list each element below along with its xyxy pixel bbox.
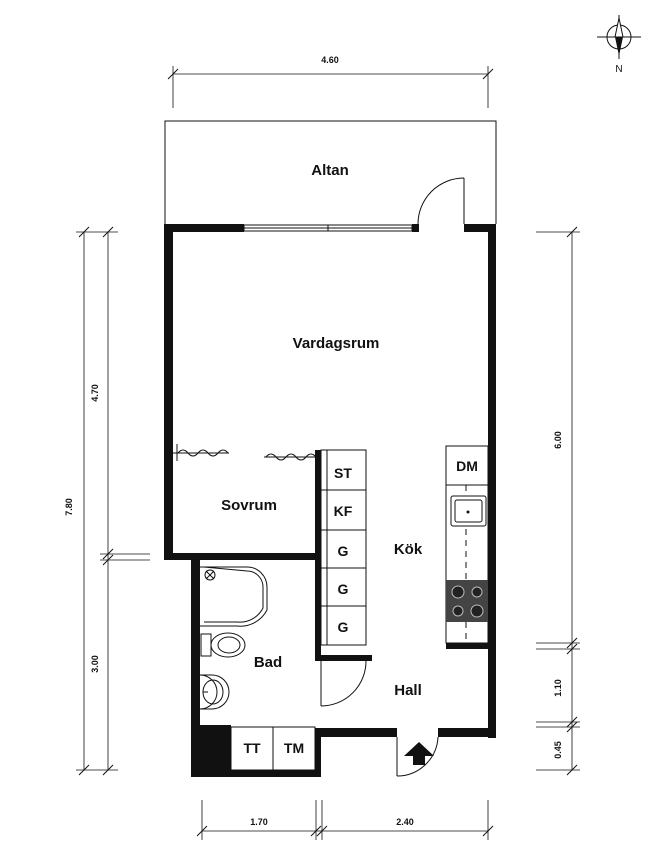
- dimension-left-lower-label: 3.00: [90, 655, 100, 673]
- stove-icon: [446, 580, 488, 622]
- compass-label: N: [615, 64, 622, 75]
- room-label-altan: Altan: [311, 162, 349, 179]
- dimension-right-lower-label: 0.45: [553, 741, 563, 759]
- bathroom-fixtures: TT TM: [199, 566, 367, 771]
- shower-icon: [200, 566, 268, 627]
- dimension-right-upper-label: 6.00: [553, 431, 563, 449]
- toilet-icon: [200, 632, 246, 658]
- compass-needle-south-icon: [615, 37, 623, 56]
- room-label-hall: Hall: [394, 682, 422, 699]
- fixture-g2-label: G: [338, 581, 349, 597]
- dimension-left-split: 4.70 3.00: [90, 226, 150, 776]
- entrance-arrow-icon: [404, 742, 434, 765]
- dimension-left-total-label: 7.80: [64, 498, 74, 516]
- kitchen-counter: DM: [445, 445, 489, 644]
- room-label-bad: Bad: [254, 654, 282, 671]
- walls: [164, 224, 496, 777]
- dimension-left-total: 7.80: [64, 226, 118, 776]
- balcony-window: [243, 224, 413, 232]
- fixture-st-label: ST: [334, 465, 352, 481]
- dimension-left-upper-label: 4.70: [90, 384, 100, 402]
- fixture-g1-label: G: [338, 543, 349, 559]
- dimension-bottom: 1.70 2.40: [196, 800, 494, 840]
- room-label-vardagsrum: Vardagsrum: [293, 335, 380, 352]
- washbasin-icon: [199, 674, 230, 710]
- fixture-tm-label: TM: [284, 740, 304, 756]
- dimension-right: 6.00 1.10 0.45: [536, 226, 580, 776]
- compass: N: [597, 15, 641, 75]
- fixture-dm-label: DM: [456, 458, 478, 474]
- room-label-sovrum: Sovrum: [221, 497, 277, 514]
- dimension-bottom-left-label: 1.70: [250, 817, 268, 827]
- room-label-kok: Kök: [394, 541, 423, 558]
- dimension-top: 4.60: [167, 55, 494, 108]
- wardrobe-column: ST KF G G G: [320, 449, 367, 646]
- balcony-door: [417, 177, 465, 225]
- dimension-right-mid-label: 1.10: [553, 679, 563, 697]
- bathroom-door: [320, 660, 367, 707]
- compass-needle-north-icon: [614, 17, 624, 38]
- fixture-kf-label: KF: [334, 503, 353, 519]
- fixture-tt-label: TT: [243, 740, 261, 756]
- entrance-door: [396, 736, 439, 777]
- bedroom-curtain: [173, 444, 317, 461]
- balcony: [164, 120, 497, 224]
- dimension-bottom-right-label: 2.40: [396, 817, 414, 827]
- fixture-g3-label: G: [338, 619, 349, 635]
- dimension-top-label: 4.60: [321, 55, 339, 65]
